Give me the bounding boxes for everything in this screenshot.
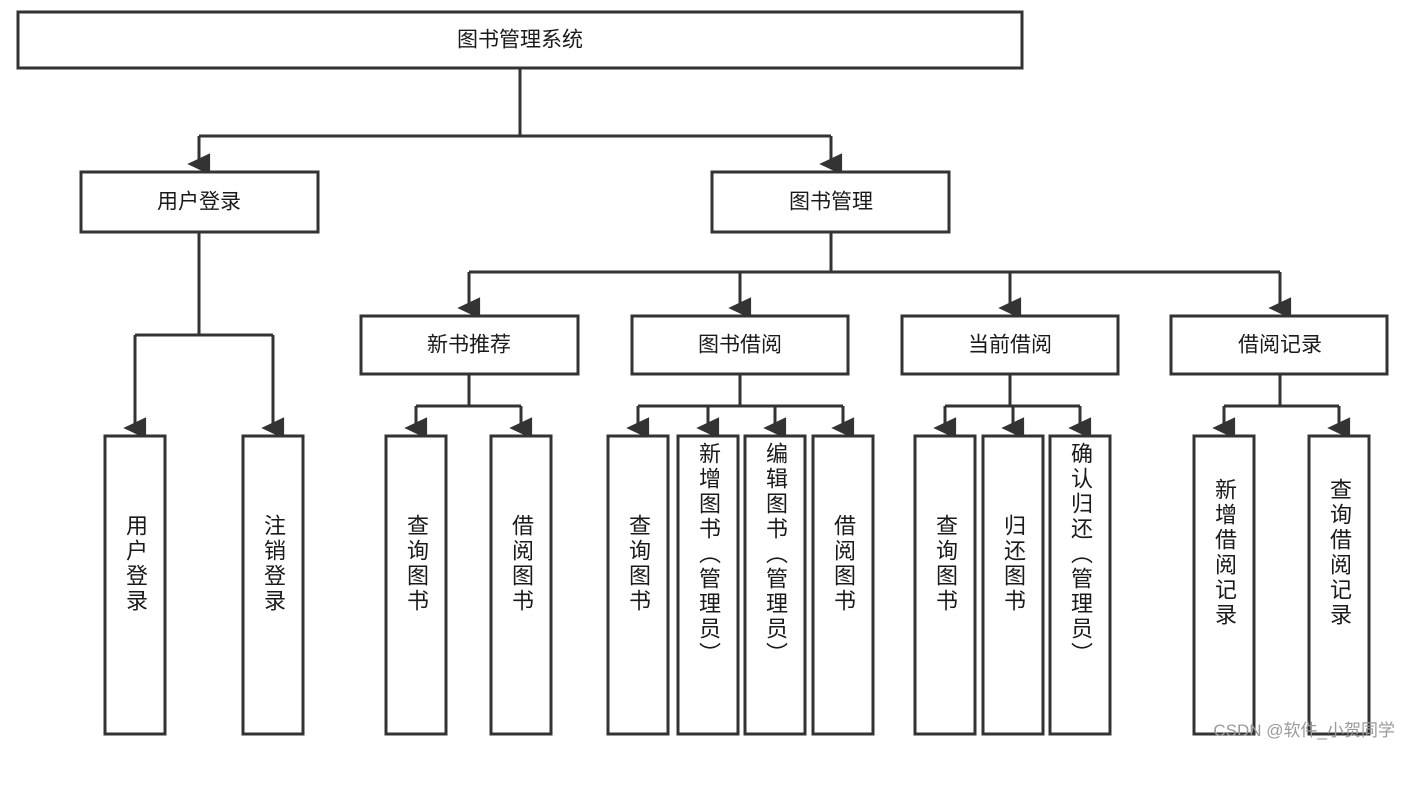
diagram-canvas: 图书管理系统 用户登录 图书管理 新书推荐 图书借阅 当前借阅 借阅记录 [16, 10, 1395, 740]
node-book-manage-box[interactable] [710, 170, 951, 234]
leaf-box-book-borrow-1[interactable] [606, 434, 670, 736]
node-user-login[interactable]: 用户登录 [79, 170, 320, 234]
node-book-borrow[interactable]: 图书借阅 [630, 314, 850, 376]
leaf-box-book-borrow-4[interactable] [811, 434, 875, 736]
node-borrow-record[interactable]: 借阅记录 [1169, 314, 1389, 376]
leaf-box-new-book-2[interactable] [489, 434, 553, 736]
leaf-box-user-login-2[interactable] [241, 434, 305, 736]
node-book-manage[interactable]: 图书管理 [710, 170, 951, 234]
node-borrow-record-box[interactable] [1169, 314, 1389, 376]
leaf-box-current-borrow-3[interactable] [1048, 434, 1112, 736]
leaf-box-book-borrow-3[interactable] [743, 434, 807, 736]
leaf-box-user-login-1[interactable] [103, 434, 167, 736]
node-new-book-recommend-box[interactable] [359, 314, 580, 376]
diagram-svg: 图书管理系统 用户登录 图书管理 新书推荐 图书借阅 当前借阅 借阅记录 [16, 10, 1389, 736]
leaf-box-borrow-record-2[interactable] [1307, 434, 1371, 736]
leaf-box-current-borrow-1[interactable] [913, 434, 977, 736]
node-root-label: 图书管理系统 [457, 29, 583, 52]
node-current-borrow-box[interactable] [900, 314, 1120, 376]
leaf-box-group [103, 434, 1371, 736]
node-user-login-label: 用户登录 [157, 191, 241, 214]
node-borrow-record-label: 借阅记录 [1238, 334, 1322, 357]
node-book-borrow-box[interactable] [630, 314, 850, 376]
leaf-box-current-borrow-2[interactable] [981, 434, 1045, 736]
node-current-borrow-label: 当前借阅 [968, 334, 1052, 357]
leaf-box-book-borrow-2[interactable] [676, 434, 740, 736]
leaf-box-borrow-record-1[interactable] [1192, 434, 1256, 736]
node-user-login-box[interactable] [79, 170, 320, 234]
node-book-manage-label: 图书管理 [789, 191, 873, 214]
node-root-box[interactable] [16, 10, 1024, 70]
node-book-borrow-label: 图书借阅 [698, 334, 782, 357]
node-root[interactable]: 图书管理系统 [16, 10, 1024, 70]
node-new-book-recommend[interactable]: 新书推荐 [359, 314, 580, 376]
connector-group [123, 68, 1351, 439]
node-current-borrow[interactable]: 当前借阅 [900, 314, 1120, 376]
node-new-book-recommend-label: 新书推荐 [427, 334, 511, 357]
leaf-box-new-book-1[interactable] [384, 434, 448, 736]
